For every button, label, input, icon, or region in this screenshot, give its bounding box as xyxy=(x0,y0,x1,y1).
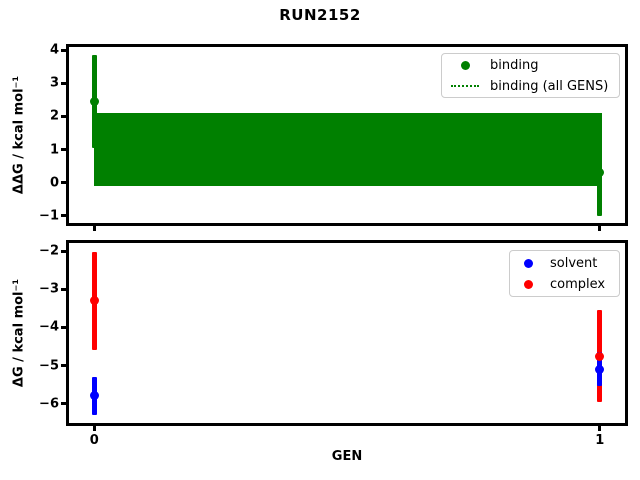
y-tick-label: 0 xyxy=(49,175,59,191)
y-tick-mark xyxy=(61,287,66,291)
y-tick-label: −4 xyxy=(39,319,59,335)
y-tick-mark xyxy=(61,181,66,185)
legend-label-solvent: solvent xyxy=(550,255,598,271)
data-point-binding-gen1 xyxy=(595,168,605,178)
y-tick-label: −2 xyxy=(39,243,59,259)
legend-swatch-area xyxy=(516,258,540,268)
x-tick-mark xyxy=(598,426,602,431)
y-tick-label: 2 xyxy=(49,108,59,124)
y-tick-label: 3 xyxy=(49,75,59,91)
top-y-axis-label: ΔΔG / kcal mol⁻¹ xyxy=(11,75,27,195)
binding-marker-icon xyxy=(460,60,470,70)
top-legend: binding binding (all GENS) xyxy=(441,53,620,98)
legend-swatch-area xyxy=(450,60,480,70)
data-point-binding-gen0 xyxy=(89,97,99,107)
y-tick-mark xyxy=(61,364,66,368)
y-tick-mark xyxy=(61,249,66,253)
y-tick-mark xyxy=(61,81,66,85)
legend-item-solvent: solvent xyxy=(516,253,619,274)
y-tick-mark xyxy=(61,48,66,52)
x-axis-label: GEN xyxy=(331,449,363,464)
y-tick-label: 4 xyxy=(49,42,59,58)
bottom-plot-axes: −2 −3 −4 −5 −6 0 1 xyxy=(39,240,628,448)
y-tick-mark xyxy=(61,325,66,329)
data-point-complex-gen0 xyxy=(89,296,99,306)
bottom-y-axis-label: ΔG / kcal mol⁻¹ xyxy=(11,278,27,388)
binding-all-gens-uncertainty-band xyxy=(94,113,602,186)
data-point-solvent-gen1 xyxy=(595,364,605,374)
y-tick-label: 1 xyxy=(49,142,59,158)
legend-swatch-area xyxy=(450,85,480,87)
y-tick-label: −1 xyxy=(39,208,59,224)
y-tick-label: −5 xyxy=(39,358,59,374)
legend-label-binding-all-gens: binding (all GENS) xyxy=(490,78,609,94)
y-tick-mark xyxy=(61,114,66,118)
x-tick-mark xyxy=(92,226,96,231)
y-tick-label: −3 xyxy=(39,281,59,297)
y-tick-mark xyxy=(61,402,66,406)
legend-item-complex: complex xyxy=(516,274,619,295)
binding-all-gens-line-icon xyxy=(451,85,479,87)
top-plot-axes: 4 3 2 1 0 −1 xyxy=(39,43,628,231)
y-tick-mark xyxy=(61,148,66,152)
y-tick-label: −6 xyxy=(39,396,59,412)
y-tick-mark xyxy=(61,214,66,218)
legend-label-complex: complex xyxy=(550,276,606,292)
data-point-solvent-gen0 xyxy=(89,391,99,401)
x-tick-label: 1 xyxy=(595,433,605,448)
solvent-marker-icon xyxy=(523,258,533,268)
complex-marker-icon xyxy=(523,279,533,289)
legend-item-binding: binding xyxy=(450,55,619,76)
x-tick-mark xyxy=(598,226,602,231)
x-tick-mark xyxy=(92,426,96,431)
legend-swatch-area xyxy=(516,279,540,289)
legend-label-binding: binding xyxy=(490,57,539,73)
legend-item-binding-all-gens: binding (all GENS) xyxy=(450,76,619,97)
bottom-legend: solvent complex xyxy=(509,250,620,297)
data-point-complex-gen1 xyxy=(595,351,605,361)
x-tick-label: 0 xyxy=(89,433,99,448)
figure-title: RUN2152 xyxy=(279,6,361,24)
